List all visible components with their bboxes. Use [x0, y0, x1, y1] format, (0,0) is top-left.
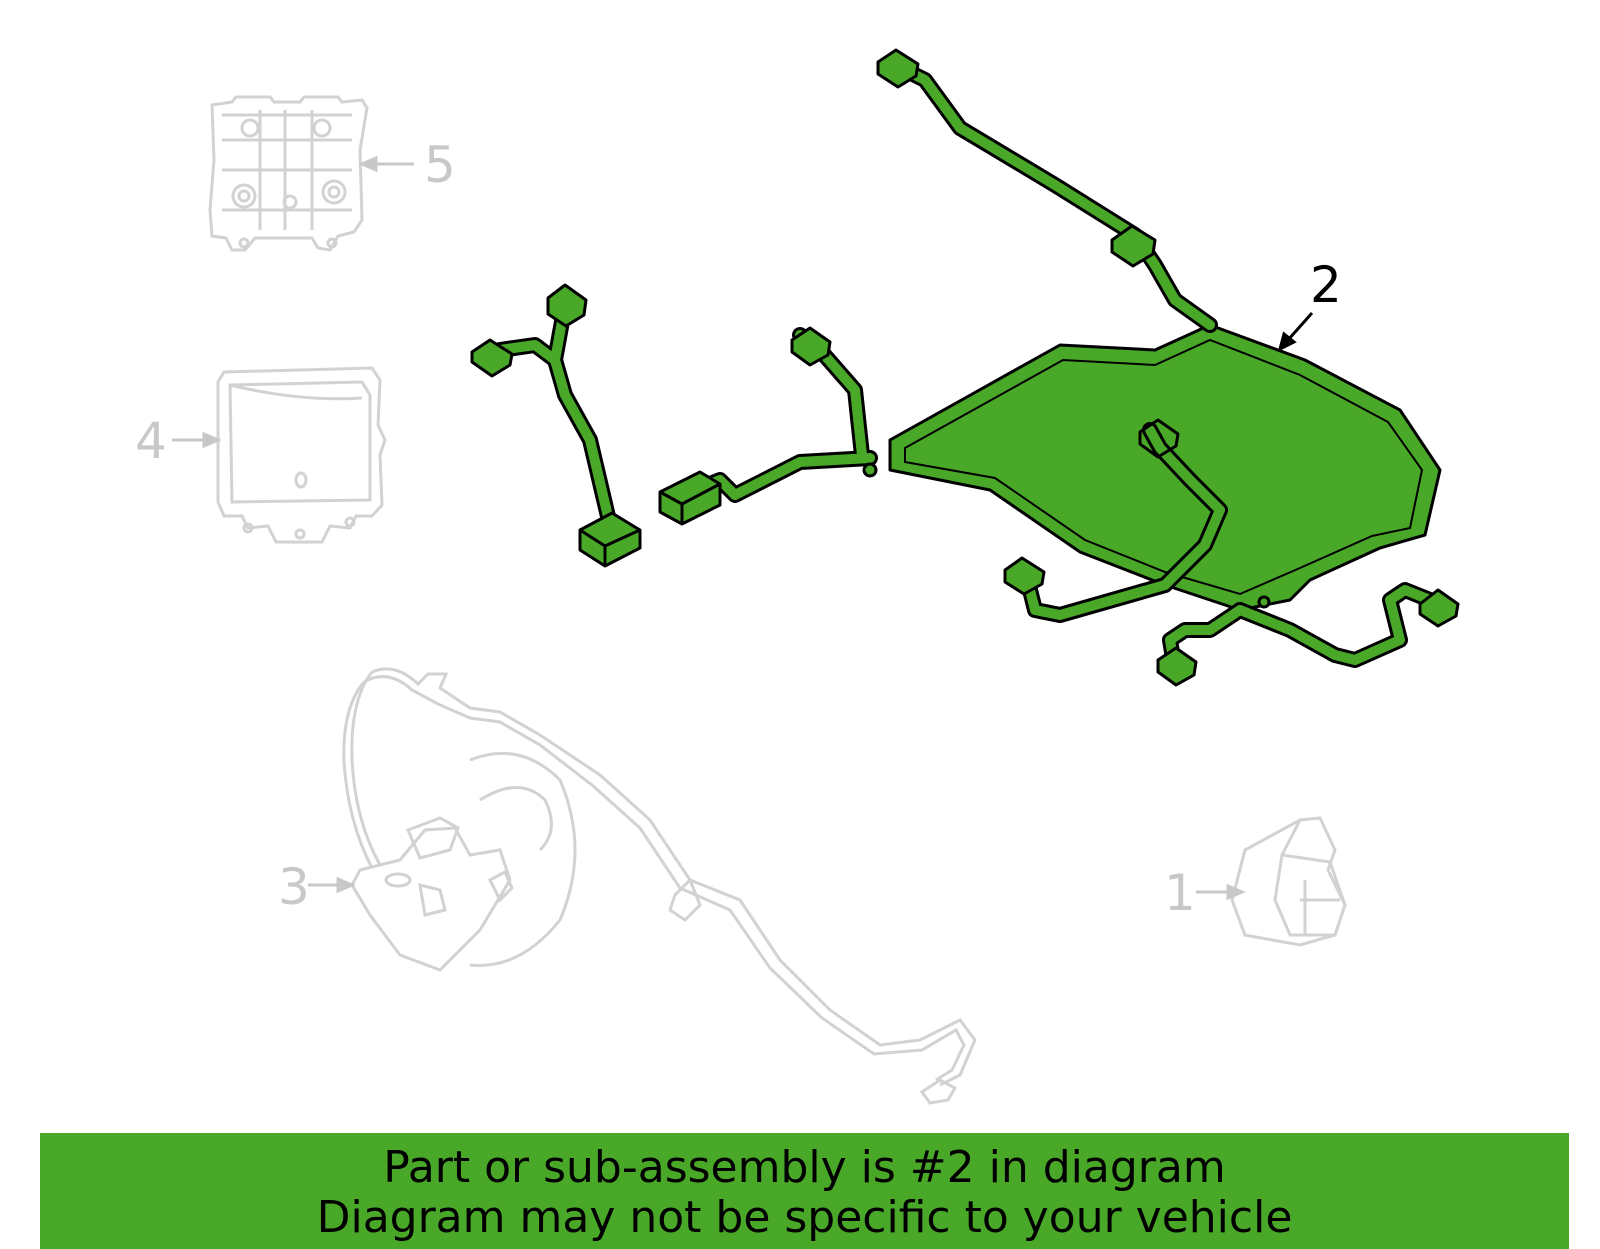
part-2-wiring-harness [470, 48, 1460, 687]
connector-inline [658, 470, 722, 526]
callout-3: 3 [278, 858, 310, 916]
banner-line-2: Diagram may not be specific to your vehi… [316, 1192, 1293, 1243]
connector-bottom [1156, 646, 1198, 687]
info-banner: Part or sub-assembly is #2 in diagram Di… [40, 1133, 1569, 1249]
harness-main-panel [888, 323, 1442, 612]
part-3-sensor-assembly [342, 667, 977, 1105]
connector-top-left [546, 283, 588, 328]
connector-inner [1138, 418, 1180, 459]
part-5-bracket [208, 95, 369, 252]
callout-5: 5 [424, 136, 456, 194]
connector-top [876, 48, 920, 89]
connector-far-left [470, 338, 514, 378]
part-4-module [216, 366, 387, 544]
part-1-sensor [1230, 816, 1347, 947]
leader-5 [358, 155, 414, 173]
leader-1 [1196, 883, 1246, 901]
callout-4: 4 [135, 412, 167, 470]
connector-right [1418, 588, 1460, 628]
leader-2 [1277, 312, 1314, 352]
callout-1: 1 [1164, 864, 1196, 922]
connector-large-left [578, 511, 642, 568]
leader-4 [172, 431, 222, 449]
banner-line-1: Part or sub-assembly is #2 in diagram [383, 1142, 1226, 1193]
connector-right-lower-left [1003, 556, 1046, 596]
connector-center-top [790, 326, 832, 367]
parts-diagram [172, 48, 1460, 1105]
leader-3 [308, 876, 356, 894]
connector-upper-mid [1110, 224, 1157, 268]
callout-2: 2 [1310, 256, 1342, 314]
